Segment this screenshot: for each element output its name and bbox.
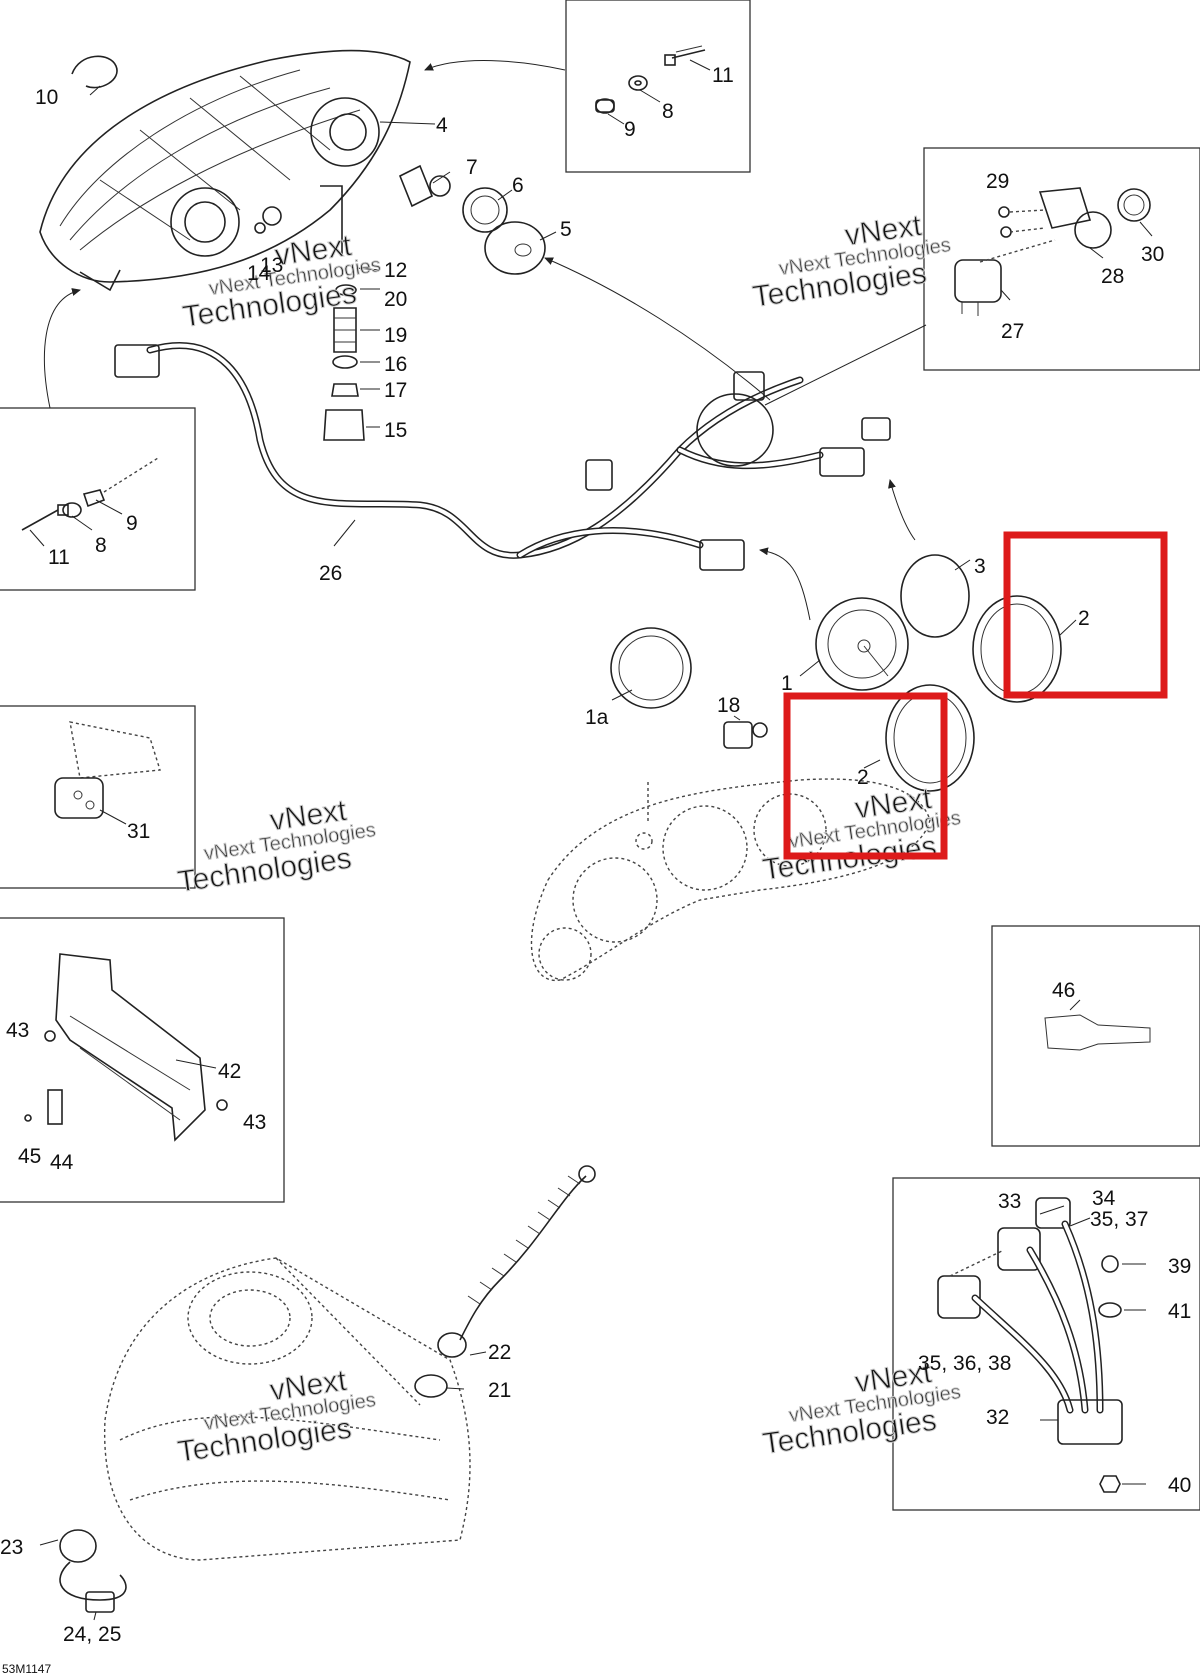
part-label: 3 xyxy=(974,555,986,578)
part-label: 15 xyxy=(384,419,407,442)
part-label: 19 xyxy=(384,324,407,347)
lanyard-coil-icon xyxy=(414,1165,596,1398)
headlight-assembly xyxy=(39,49,411,292)
detail-box-harness-adapter xyxy=(892,1177,1200,1511)
detail-box-connector-31 xyxy=(0,705,196,889)
relay-bracket-icon xyxy=(1038,187,1112,249)
lens-icon xyxy=(900,554,970,638)
gear-ring-icon xyxy=(1117,188,1151,222)
part-label: 10 xyxy=(35,86,58,109)
part-label: 43 xyxy=(243,1111,266,1134)
part-label: 1a xyxy=(585,706,609,729)
part-label: 17 xyxy=(384,379,407,402)
part-label: 2 xyxy=(857,766,869,789)
diagram-code: 53M1147 xyxy=(2,1662,51,1676)
part-label: 41 xyxy=(1168,1300,1191,1323)
retaining-ring-center xyxy=(885,684,975,792)
part-label: 42 xyxy=(218,1060,241,1083)
part-label: 16 xyxy=(384,353,407,376)
part-label: 46 xyxy=(1052,979,1075,1002)
part-label: 39 xyxy=(1168,1255,1191,1278)
washer-icon xyxy=(628,75,648,91)
part-label: 8 xyxy=(662,100,674,123)
part-label: 9 xyxy=(624,118,636,141)
part-label: 14 xyxy=(247,262,271,285)
part-label: 26 xyxy=(319,562,342,585)
adjuster-stack xyxy=(254,185,365,441)
part-label: 35, 37 xyxy=(1090,1208,1148,1231)
relay-icon xyxy=(954,259,1002,316)
part-label: 24, 25 xyxy=(63,1623,121,1646)
retaining-ring-right xyxy=(972,595,1062,703)
part-label: 5 xyxy=(560,218,572,241)
bezel-ring-1a xyxy=(610,627,692,709)
switch-23-icon xyxy=(59,1529,127,1613)
part-label: 29 xyxy=(986,170,1009,193)
highlight-box-ring-center xyxy=(783,692,948,860)
part-label: 44 xyxy=(50,1151,74,1174)
part-label: 2 xyxy=(1078,607,1090,630)
boot-cover-icon xyxy=(484,221,546,275)
part-label: 20 xyxy=(384,288,407,311)
connector-icon xyxy=(937,1197,1071,1319)
screw-icon xyxy=(664,45,706,66)
part-label: 22 xyxy=(488,1341,511,1364)
highlight-box-ring-right xyxy=(1003,531,1168,699)
part-label: 12 xyxy=(384,259,407,282)
clip-icon xyxy=(71,55,118,89)
part-label: 8 xyxy=(95,534,107,557)
detail-box-fasteners-top xyxy=(565,0,751,173)
wiring-harness xyxy=(114,342,891,571)
part-label: 11 xyxy=(48,546,70,569)
detail-box-connector-46 xyxy=(991,925,1200,1147)
part-label: 40 xyxy=(1168,1474,1191,1497)
part-callouts: 10 4 11 8 9 7 6 5 29 30 28 27 13 14 12 2… xyxy=(0,64,1191,1646)
part-label: 31 xyxy=(127,820,150,843)
part-label: 33 xyxy=(998,1190,1021,1213)
gauge-icon xyxy=(815,597,909,691)
bulb-icon xyxy=(398,164,451,208)
detail-box-fasteners-left xyxy=(0,407,196,591)
detail-box-relay xyxy=(923,147,1200,371)
part-label: 1 xyxy=(781,672,793,695)
part-label: 35, 36, 38 xyxy=(918,1352,1011,1375)
part-label: 18 xyxy=(717,694,740,717)
harness-wires xyxy=(971,1220,1104,1414)
part-label: 6 xyxy=(512,174,524,197)
part-label: 23 xyxy=(0,1536,23,1559)
grommet-icon xyxy=(595,98,615,114)
part-label: 4 xyxy=(436,114,448,137)
part-label: 11 xyxy=(712,64,734,87)
detail-box-bracket xyxy=(0,917,285,1203)
part-label: 13 xyxy=(260,254,283,277)
watermark-group: vNext Technologies vNext Technologies vN… xyxy=(175,208,963,1469)
part-label: 32 xyxy=(986,1406,1009,1429)
part-label: 34 xyxy=(1092,1187,1116,1210)
socket-ring-icon xyxy=(462,187,508,233)
part-label: 45 xyxy=(18,1145,41,1168)
part-label: 9 xyxy=(126,512,138,535)
part-label: 43 xyxy=(6,1019,29,1042)
part-label: 28 xyxy=(1101,265,1124,288)
part-label: 21 xyxy=(488,1379,511,1402)
leader-lines xyxy=(39,60,1077,1621)
key-switch-icon xyxy=(723,721,768,749)
part-label: 27 xyxy=(1001,320,1024,343)
console-outline xyxy=(104,1257,471,1561)
part-label: 7 xyxy=(466,156,478,179)
part-label: 30 xyxy=(1141,243,1164,266)
